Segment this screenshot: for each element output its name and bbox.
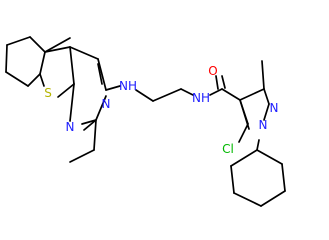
bond <box>39 51 46 75</box>
amine-nh-label: NH <box>119 79 137 93</box>
bond <box>39 73 45 87</box>
pyrazole-nitrogen-label: N <box>259 118 268 132</box>
bond <box>209 88 223 96</box>
bond <box>27 73 41 87</box>
bond <box>69 46 99 60</box>
amide-nh-label: NH <box>192 91 210 105</box>
bond <box>83 119 97 131</box>
bonds <box>5 36 286 207</box>
sulfur-atom-label: S <box>44 86 52 100</box>
bond <box>81 119 97 125</box>
pyrazole-nitrogen-label: N <box>270 101 279 115</box>
bond <box>281 163 286 192</box>
bond <box>93 119 97 151</box>
bond <box>180 88 194 96</box>
bond <box>97 58 107 91</box>
carbonyl-oxygen-label: O <box>208 64 217 78</box>
atom-labels: S N N NH NH O N N Cl <box>44 64 278 156</box>
bond <box>238 123 249 143</box>
bond <box>5 71 29 87</box>
bond <box>6 36 31 46</box>
bond <box>105 85 121 91</box>
bond <box>44 37 71 53</box>
bond <box>260 190 286 207</box>
bond <box>263 88 270 105</box>
bond <box>233 192 262 207</box>
bond <box>44 46 71 53</box>
bond <box>97 63 103 85</box>
bond <box>29 36 46 53</box>
bond <box>57 83 75 98</box>
bond <box>221 88 241 101</box>
bond <box>230 165 235 194</box>
bond <box>239 88 265 101</box>
bond <box>152 88 182 102</box>
bond <box>215 75 219 90</box>
bond <box>263 103 270 121</box>
bond <box>95 95 107 121</box>
chlorine-atom-label: Cl <box>222 142 234 156</box>
bond <box>69 149 95 163</box>
pyrimidine-nitrogen-label: N <box>102 97 111 111</box>
bond <box>221 75 226 89</box>
bond <box>230 149 258 167</box>
bond <box>5 44 8 73</box>
bond <box>256 139 260 151</box>
bond <box>69 46 75 85</box>
pyrimidine-nitrogen-label: N <box>66 120 75 134</box>
molecule-diagram: S N N NH NH O N N Cl <box>5 36 286 207</box>
bond <box>261 60 265 90</box>
bond <box>69 83 75 122</box>
bond <box>256 149 283 165</box>
bond <box>135 89 154 102</box>
